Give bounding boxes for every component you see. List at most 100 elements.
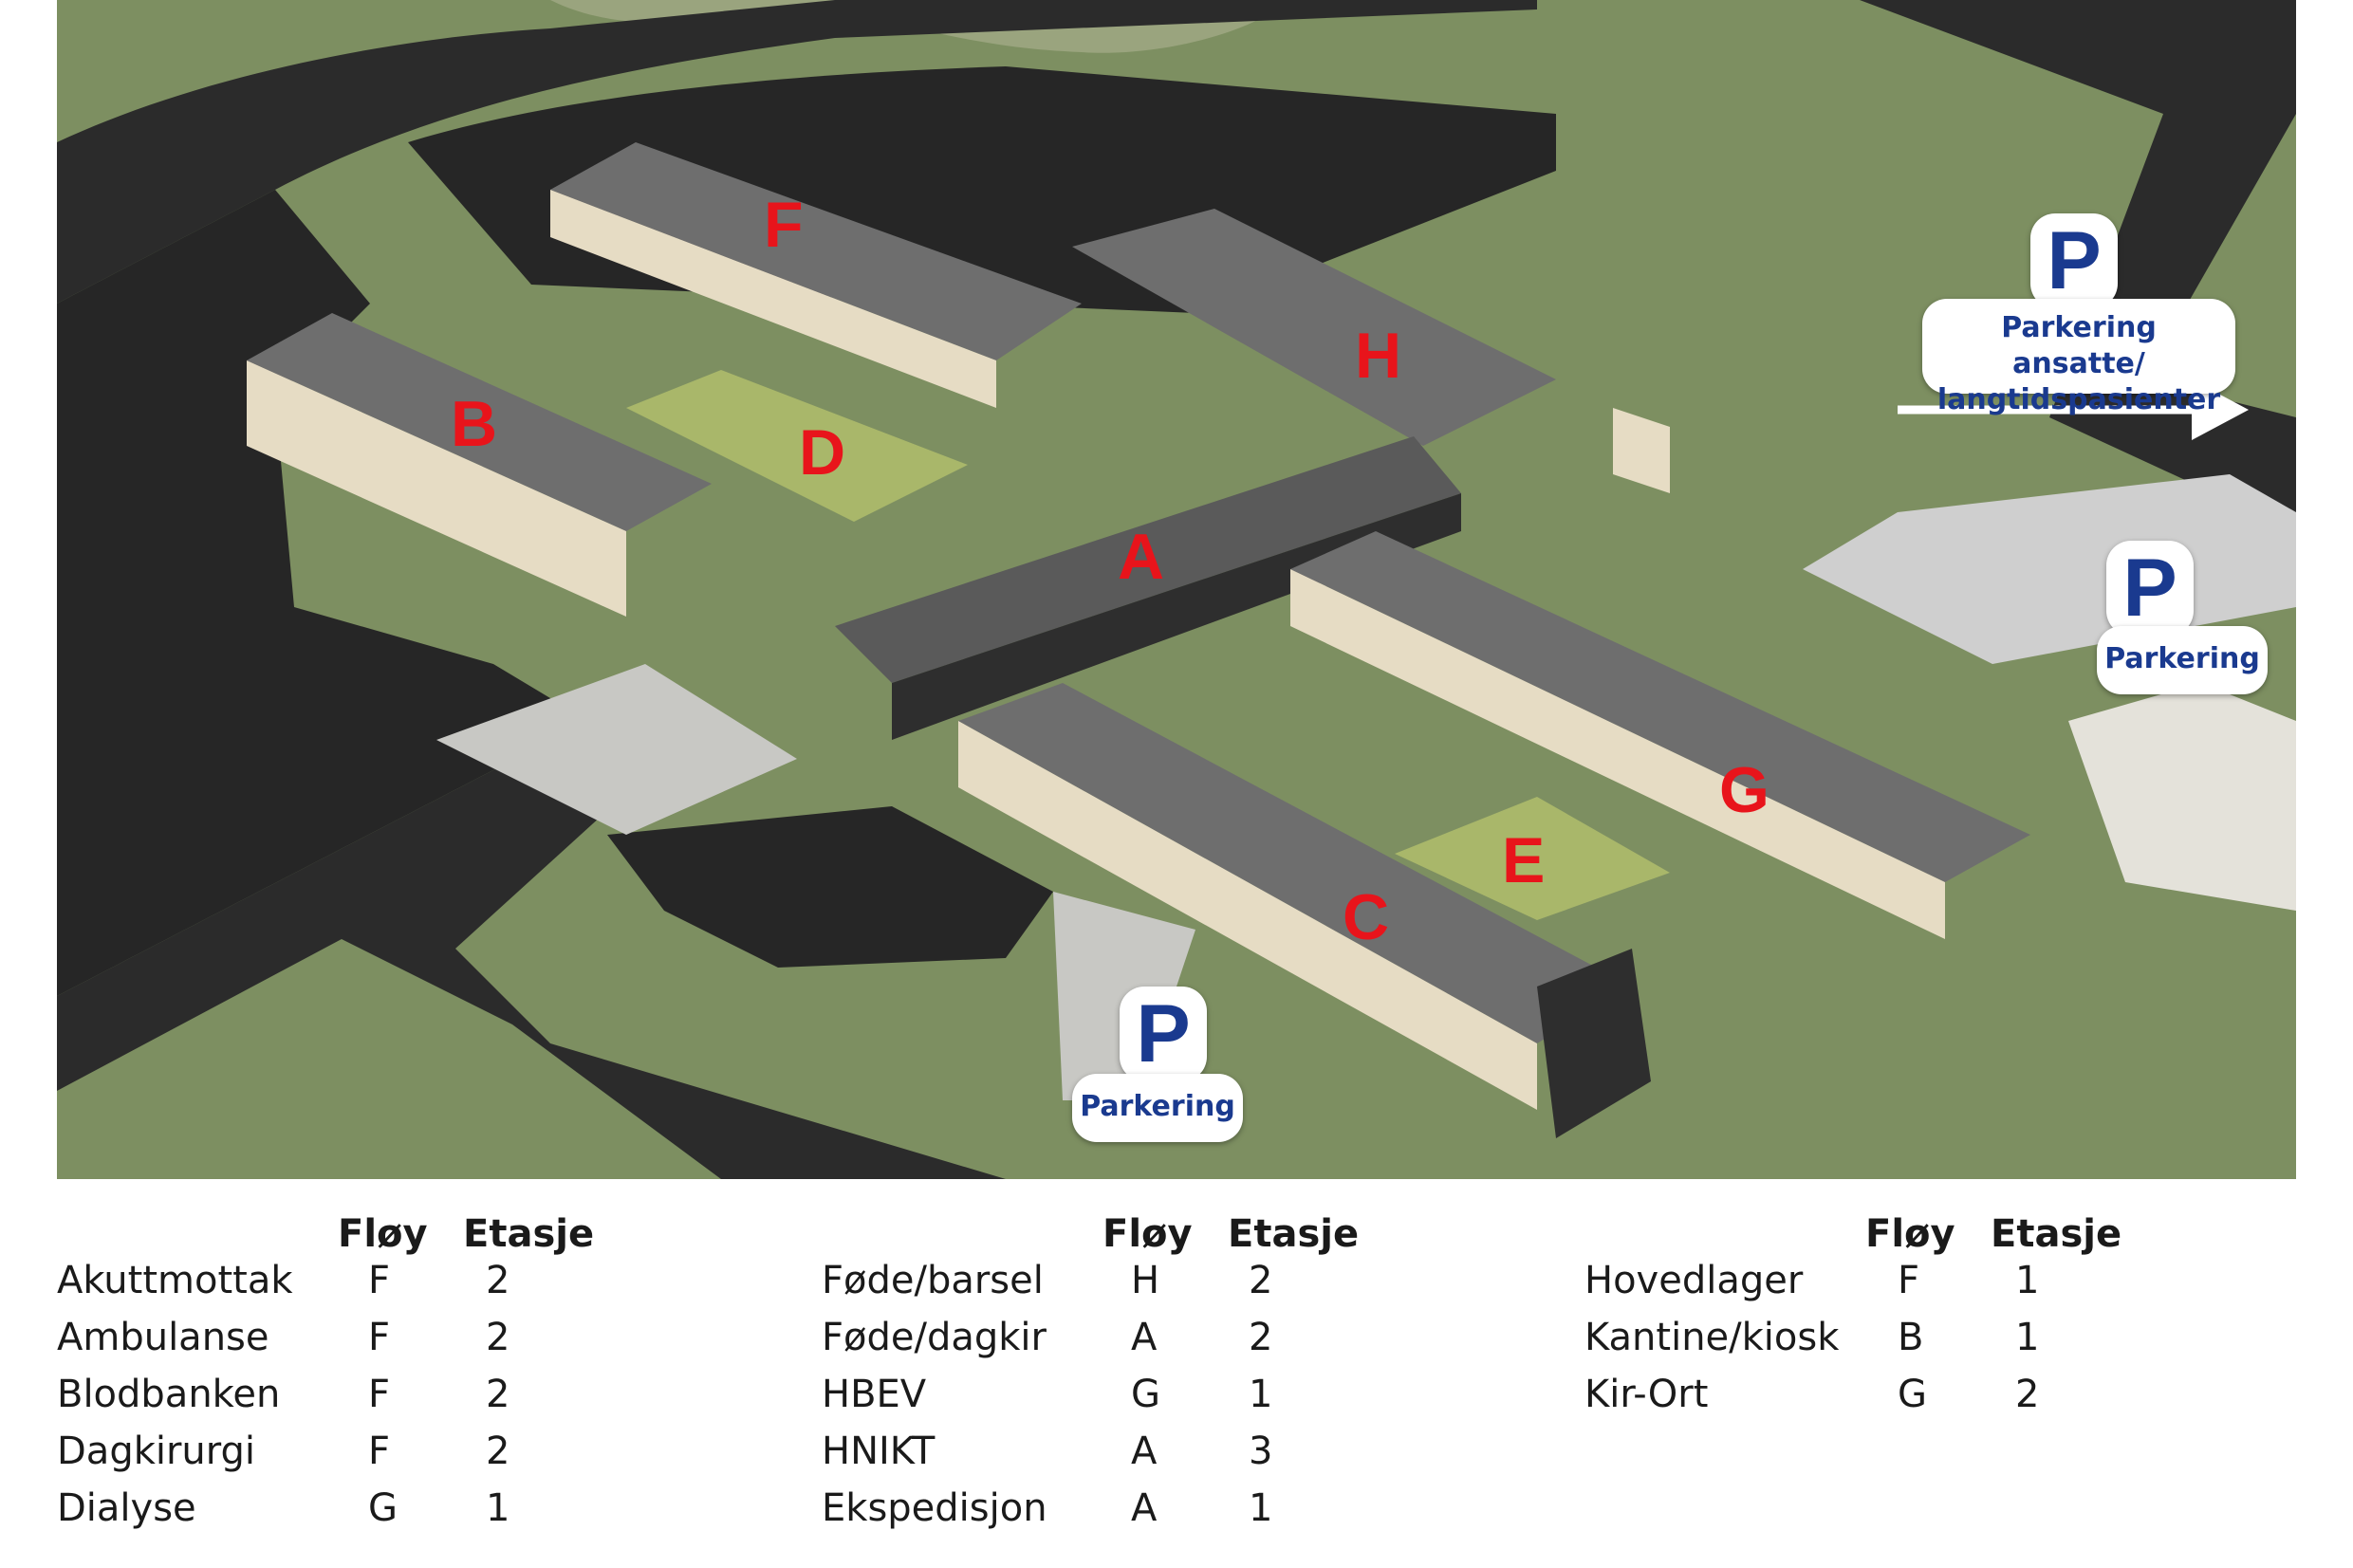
legend-row: Føde/barsel H 2 — [822, 1252, 1486, 1309]
department-name: HBEV — [822, 1373, 927, 1416]
wing-code: A — [1131, 1486, 1158, 1530]
legend-row: Ekspedisjon A 1 — [822, 1480, 1486, 1537]
floor-number: 2 — [2015, 1373, 2040, 1416]
department-name: Blodbanken — [57, 1373, 281, 1416]
legend-row: Hovedlager F 1 — [1584, 1252, 2249, 1309]
wing-code: H — [1131, 1259, 1160, 1302]
parking-sign: P — [2106, 541, 2194, 636]
wing-label: G — [1719, 754, 1769, 826]
legend-row: Dagkirurgi F 2 — [57, 1423, 721, 1480]
floor-number: 2 — [486, 1373, 510, 1416]
header-wing: Fløy — [1865, 1212, 1955, 1256]
wing-code: G — [368, 1486, 398, 1530]
roof-wing-b — [247, 313, 712, 531]
wing-code: F — [368, 1316, 391, 1359]
department-name: HNIKT — [822, 1430, 936, 1473]
wing-label: F — [764, 189, 804, 261]
road-north — [57, 0, 1537, 304]
parking-label: Parkering — [2104, 642, 2260, 675]
parking-sign: P — [1120, 987, 1207, 1081]
legend-row: Kantine/kiosk B 1 — [1584, 1309, 2249, 1366]
green-roof-e — [1395, 797, 1670, 920]
roof-wing-h — [1072, 209, 1556, 446]
parking-label: Parkering — [1080, 1090, 1235, 1123]
plaza — [436, 664, 797, 835]
rotunda — [1613, 408, 1670, 493]
floor-number: 1 — [1249, 1486, 1273, 1530]
legend-row: HBEV G 1 — [822, 1366, 1486, 1423]
legend-row: HNIKT A 3 — [822, 1423, 1486, 1480]
green-roof-d — [626, 370, 968, 522]
department-name: Kir-Ort — [1584, 1373, 1709, 1416]
wing-label: B — [451, 388, 497, 460]
header-floor: Etasje — [1991, 1212, 2122, 1256]
neighbour-building-2 — [2068, 683, 2296, 911]
wing-code: A — [1131, 1430, 1158, 1473]
road-west — [57, 190, 588, 996]
legend-row: Føde/dagkir A 2 — [822, 1309, 1486, 1366]
wing-code: F — [368, 1259, 391, 1302]
wing-label: E — [1502, 824, 1545, 896]
parking-letter: P — [2122, 543, 2177, 634]
roof-wing-f — [550, 142, 1082, 360]
wing-code: F — [368, 1430, 391, 1473]
department-name: Føde/barsel — [822, 1259, 1044, 1302]
legend-row: Akuttmottak F 2 — [57, 1252, 721, 1309]
facade-wing-g — [1290, 569, 1945, 939]
legend-row: Blodbanken F 2 — [57, 1366, 721, 1423]
hospital-site-map: F B D H A G E C P Parkering ansatte/ lan… — [57, 0, 2296, 1179]
parking-sign-label: Parkering — [2097, 626, 2268, 694]
parking-sign-label: Parkering ansatte/ langtidspasienter — [1922, 299, 2235, 416]
department-name: Dialyse — [57, 1486, 196, 1530]
department-name: Ekspedisjon — [822, 1486, 1047, 1530]
floor-number: 2 — [486, 1430, 510, 1473]
facade-wing-b — [247, 360, 626, 617]
parking-sign-label: Parkering — [1072, 1074, 1243, 1142]
floor-number: 1 — [1249, 1373, 1273, 1416]
road-east — [1860, 0, 2296, 531]
end-block-c — [1537, 949, 1651, 1138]
facade-wing-c — [958, 721, 1537, 1110]
wing-label: D — [799, 416, 845, 489]
wing-label: A — [1118, 521, 1164, 593]
wing-code: G — [1898, 1373, 1927, 1416]
floor-number: 3 — [1249, 1430, 1273, 1473]
department-name: Ambulanse — [57, 1316, 269, 1359]
department-name: Hovedlager — [1584, 1259, 1804, 1302]
legend-row: Ambulanse F 2 — [57, 1309, 721, 1366]
floor-number: 1 — [486, 1486, 510, 1530]
wing-code: G — [1131, 1373, 1160, 1416]
wing-label: H — [1355, 320, 1401, 392]
parking-lot-front — [607, 806, 1053, 968]
department-name: Kantine/kiosk — [1584, 1316, 1840, 1359]
facade-wing-f — [550, 190, 996, 408]
parking-sign: P — [2030, 213, 2118, 308]
floor-number: 2 — [486, 1259, 510, 1302]
header-wing: Fløy — [1102, 1212, 1193, 1256]
wing-code: F — [368, 1373, 391, 1416]
facade-wing-a — [892, 493, 1461, 740]
map-illustration: F B D H A G E C — [57, 0, 2296, 1179]
header-floor: Etasje — [463, 1212, 595, 1256]
wing-label: C — [1343, 881, 1389, 953]
roof-wing-a — [835, 436, 1461, 683]
roof-wing-c — [958, 683, 1632, 1043]
floor-number: 1 — [2015, 1259, 2040, 1302]
arrow-head-icon — [2192, 379, 2249, 440]
floor-number: 2 — [1249, 1259, 1273, 1302]
legend-row: Kir-Ort G 2 — [1584, 1366, 2249, 1423]
floor-number: 2 — [1249, 1316, 1273, 1359]
wing-code: A — [1131, 1316, 1158, 1359]
department-name: Akuttmottak — [57, 1259, 293, 1302]
legend-row: Dialyse G 1 — [57, 1480, 721, 1537]
parking-letter: P — [1136, 988, 1191, 1079]
header-wing: Fløy — [338, 1212, 428, 1256]
parking-letter: P — [2047, 215, 2102, 306]
parking-label: Parkering ansatte/ langtidspasienter — [1936, 311, 2221, 416]
header-floor: Etasje — [1228, 1212, 1360, 1256]
floor-number: 2 — [486, 1316, 510, 1359]
department-name: Dagkirurgi — [57, 1430, 256, 1473]
floor-number: 1 — [2015, 1316, 2040, 1359]
wing-code: B — [1898, 1316, 1924, 1359]
department-name: Føde/dagkir — [822, 1316, 1047, 1359]
